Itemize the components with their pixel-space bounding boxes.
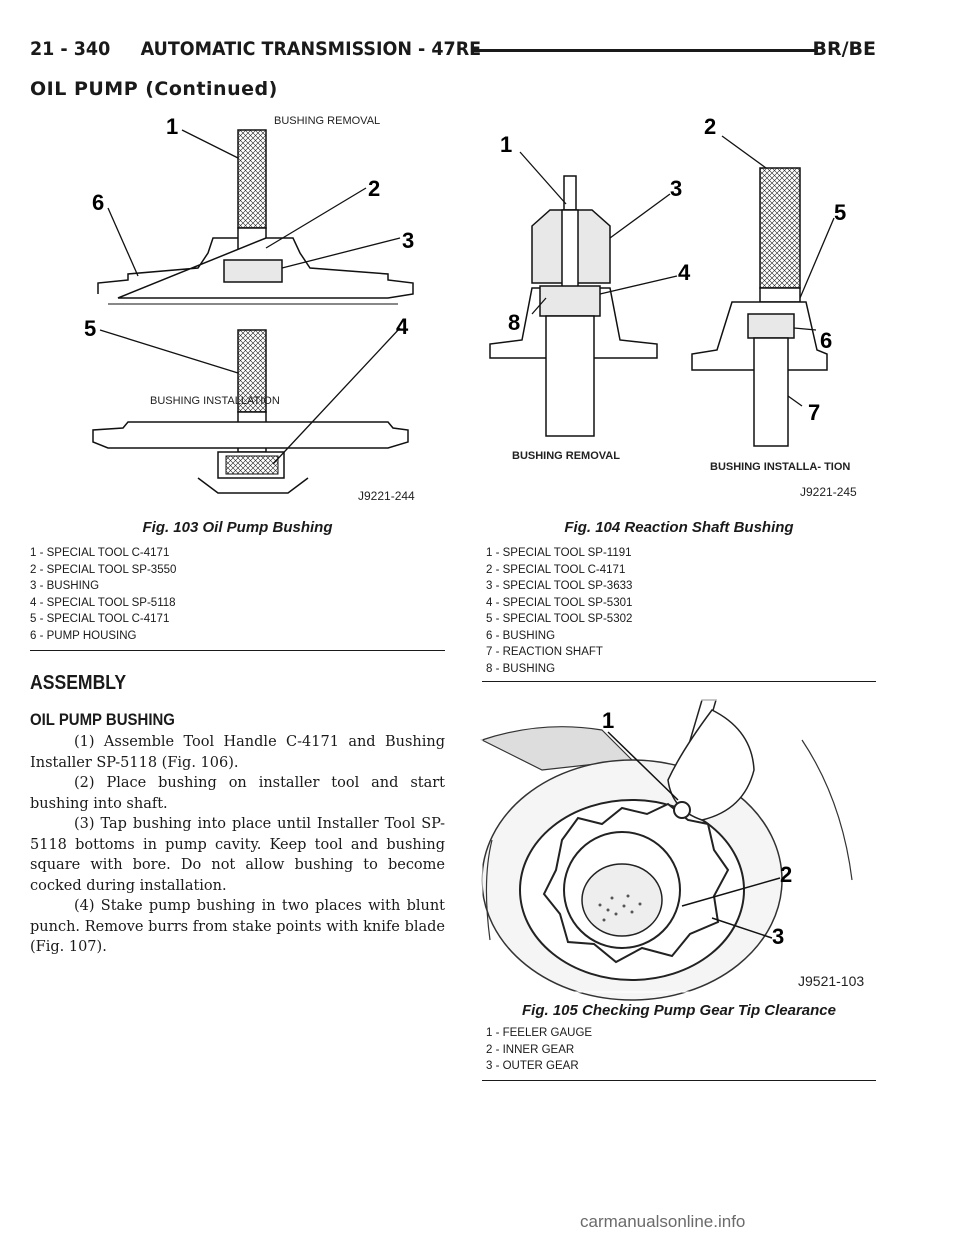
- fig103-label-installation: BUSHING INSTALLATION: [150, 395, 280, 407]
- legend-item: 3 - SPECIAL TOOL SP-3633: [486, 580, 633, 592]
- legend-item: 3 - OUTER GEAR: [486, 1060, 579, 1072]
- fig103-callout: 2: [368, 176, 380, 201]
- fig103-label-removal: BUSHING REMOVAL: [274, 115, 380, 127]
- watermark: carmanualsonline.info: [580, 1212, 746, 1231]
- step-text: (3) Tap bushing into place until Install…: [30, 816, 445, 894]
- figure-104-title: Fig. 104 Reaction Shaft Bushing: [564, 519, 794, 536]
- fig103-code: J9221-244: [358, 489, 415, 503]
- page-header: 21 - 340 AUTOMATIC TRANSMISSION - 47RE B…: [30, 38, 876, 68]
- fig105-callout: 3: [772, 924, 784, 949]
- fig104-callout: 1: [500, 132, 512, 157]
- fig104-callout: 4: [678, 260, 691, 285]
- fig104-callout: 7: [808, 400, 820, 425]
- fig103-callout: 4: [396, 314, 409, 339]
- figure-103-title: Fig. 103 Oil Pump Bushing: [142, 519, 333, 536]
- fig104-callout: 8: [508, 310, 520, 335]
- legend-item: 1 - FEELER GAUGE: [486, 1027, 593, 1039]
- legend-item: 2 - INNER GEAR: [486, 1043, 575, 1056]
- legend-item: 5 - SPECIAL TOOL SP-5302: [486, 613, 633, 625]
- page-header-right: BR/BE: [812, 38, 876, 60]
- legend-item: 2 - SPECIAL TOOL SP-3550: [30, 563, 177, 576]
- figure-103-illustration: BUSHING REMOVAL BUSHING INSTALLATION J92…: [84, 108, 448, 508]
- oil-pump-bushing-heading: OIL PUMP BUSHING: [30, 710, 175, 729]
- fig104-label-installation: BUSHING INSTALLA- TION: [710, 461, 850, 473]
- fig103-callout: 6: [92, 190, 104, 215]
- fig104-callouts: 1 2 3 4 5 6 7 8: [500, 114, 846, 425]
- fig105-callout: 2: [780, 862, 792, 887]
- step-text: (4) Stake pump bushing in two places wit…: [30, 898, 445, 955]
- page-header-left: 21 - 340 AUTOMATIC TRANSMISSION - 47RE: [30, 38, 482, 60]
- figure-104-legend: 1 - SPECIAL TOOL SP-1191 2 - SPECIAL TOO…: [486, 545, 632, 677]
- section-continued-title: OIL PUMP (Continued): [30, 78, 278, 100]
- fig103-callout: 3: [402, 228, 414, 253]
- figure-105-title: Fig. 105 Checking Pump Gear Tip Clearanc…: [522, 1002, 836, 1019]
- step-text: (1) Assemble Tool Handle C-4171 and Bush…: [30, 734, 445, 771]
- figure-103-legend: 1 - SPECIAL TOOL C-4171 2 - SPECIAL TOOL…: [30, 545, 176, 644]
- figure-105-rule: [482, 1080, 876, 1081]
- figure-105-photo: J9521-103 1 2 3: [480, 699, 877, 1001]
- fig103-callouts: 1 2 3 4 5 6: [84, 114, 414, 341]
- legend-item: 4 - SPECIAL TOOL SP-5301: [486, 596, 633, 609]
- step-text: (2) Place bushing on installer tool and …: [30, 775, 445, 812]
- figure-104-illustration: BUSHING REMOVAL BUSHING INSTALLA- TION J…: [482, 108, 877, 508]
- legend-item: 7 - REACTION SHAFT: [486, 646, 603, 658]
- fig105-code: J9521-103: [798, 973, 864, 989]
- assembly-heading: ASSEMBLY: [30, 672, 127, 694]
- fig104-callout: 6: [820, 328, 832, 353]
- fig104-callout: 2: [704, 114, 716, 139]
- legend-item: 8 - BUSHING: [486, 662, 556, 675]
- legend-item: 3 - BUSHING: [30, 580, 100, 592]
- fig103-callout: 1: [166, 114, 178, 139]
- fig103-callout: 5: [84, 316, 96, 341]
- legend-item: 1 - SPECIAL TOOL C-4171: [30, 547, 170, 559]
- figure-104-rule: [482, 681, 876, 682]
- legend-item: 5 - SPECIAL TOOL C-4171: [30, 613, 170, 625]
- fig104-code: J9221-245: [800, 485, 857, 499]
- fig104-label-removal: BUSHING REMOVAL: [512, 450, 620, 462]
- assembly-steps: (1) Assemble Tool Handle C-4171 and Bush…: [30, 732, 445, 958]
- figure-103-rule: [30, 650, 445, 651]
- fig105-callouts: 1 2 3: [602, 708, 792, 949]
- figure-105-legend: 1 - FEELER GAUGE 2 - INNER GEAR 3 - OUTE…: [486, 1025, 592, 1075]
- legend-item: 6 - BUSHING: [486, 629, 556, 642]
- fig104-callout: 5: [834, 200, 846, 225]
- fig104-callout: 3: [670, 176, 682, 201]
- header-rule: [471, 49, 818, 52]
- legend-item: 4 - SPECIAL TOOL SP-5118: [30, 596, 176, 609]
- legend-item: 1 - SPECIAL TOOL SP-1191: [486, 547, 632, 559]
- fig105-callout: 1: [602, 708, 614, 733]
- legend-item: 2 - SPECIAL TOOL C-4171: [486, 563, 626, 576]
- legend-item: 6 - PUMP HOUSING: [30, 629, 137, 642]
